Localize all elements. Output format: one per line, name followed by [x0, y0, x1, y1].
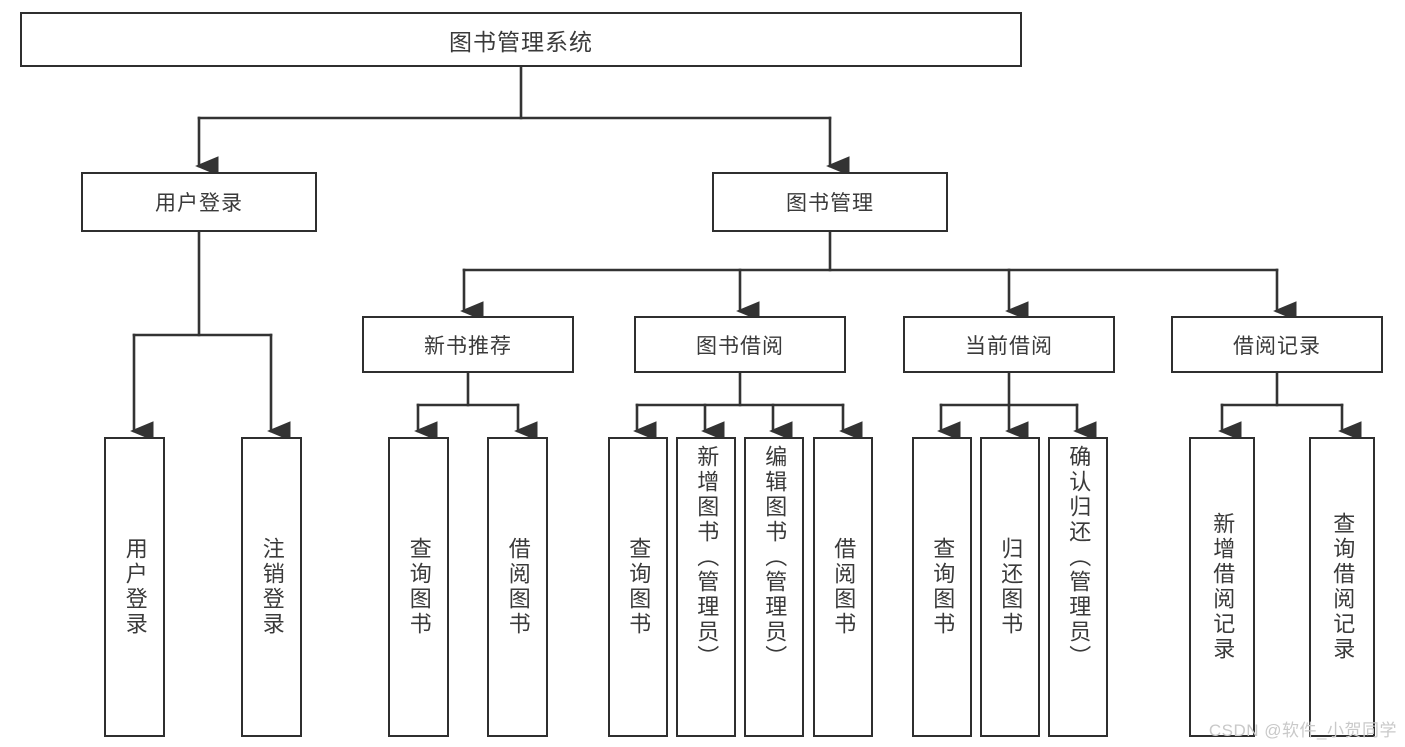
node-book-borrow-label: 图书借阅 [696, 334, 784, 358]
leaf-user-login[interactable]: 用户登录 [104, 437, 165, 737]
node-borrow-records[interactable]: 借阅记录 [1171, 316, 1383, 373]
leaf-confirm-return-admin-label: 确认归还（管理员） [1066, 445, 1092, 670]
leaf-user-login-label: 用户登录 [122, 537, 148, 637]
node-current-borrow[interactable]: 当前借阅 [903, 316, 1115, 373]
node-user-login-label: 用户登录 [155, 192, 243, 215]
node-book-management-label: 图书管理 [786, 192, 874, 215]
leaf-query-book-2-label: 查询图书 [626, 537, 652, 637]
leaf-add-book-admin[interactable]: 新增图书（管理员） [676, 437, 736, 737]
leaf-add-borrow-record-label: 新增借阅记录 [1210, 512, 1236, 662]
leaf-borrow-book-2-label: 借阅图书 [831, 537, 857, 637]
leaf-query-borrow-record[interactable]: 查询借阅记录 [1309, 437, 1375, 737]
leaf-query-book-2[interactable]: 查询图书 [608, 437, 668, 737]
node-root-label: 图书管理系统 [449, 28, 593, 55]
leaf-query-borrow-record-label: 查询借阅记录 [1330, 512, 1356, 662]
leaf-query-book-3-label: 查询图书 [930, 537, 956, 637]
leaf-query-book-3[interactable]: 查询图书 [912, 437, 972, 737]
node-book-management[interactable]: 图书管理 [712, 172, 948, 232]
leaf-add-book-admin-label: 新增图书（管理员） [694, 445, 720, 670]
node-current-borrow-label: 当前借阅 [965, 334, 1053, 358]
leaf-edit-book-admin-label: 编辑图书（管理员） [762, 445, 788, 670]
leaf-query-book-1-label: 查询图书 [406, 537, 432, 637]
leaf-return-book[interactable]: 归还图书 [980, 437, 1040, 737]
leaf-return-book-label: 归还图书 [998, 537, 1024, 637]
leaf-borrow-book-1-label: 借阅图书 [505, 537, 531, 637]
leaf-logout[interactable]: 注销登录 [241, 437, 302, 737]
node-book-borrow[interactable]: 图书借阅 [634, 316, 846, 373]
leaf-add-borrow-record[interactable]: 新增借阅记录 [1189, 437, 1255, 737]
node-root[interactable]: 图书管理系统 [20, 12, 1022, 67]
node-borrow-records-label: 借阅记录 [1233, 334, 1321, 358]
leaf-edit-book-admin[interactable]: 编辑图书（管理员） [744, 437, 804, 737]
node-new-book-recommend[interactable]: 新书推荐 [362, 316, 574, 373]
leaf-query-book-1[interactable]: 查询图书 [388, 437, 449, 737]
leaf-borrow-book-2[interactable]: 借阅图书 [813, 437, 873, 737]
node-new-book-recommend-label: 新书推荐 [424, 334, 512, 358]
csdn-watermark: CSDN @软件_小贺同学 [1208, 721, 1397, 740]
node-user-login[interactable]: 用户登录 [81, 172, 317, 232]
leaf-borrow-book-1[interactable]: 借阅图书 [487, 437, 548, 737]
leaf-confirm-return-admin[interactable]: 确认归还（管理员） [1048, 437, 1108, 737]
leaf-logout-label: 注销登录 [259, 537, 285, 637]
